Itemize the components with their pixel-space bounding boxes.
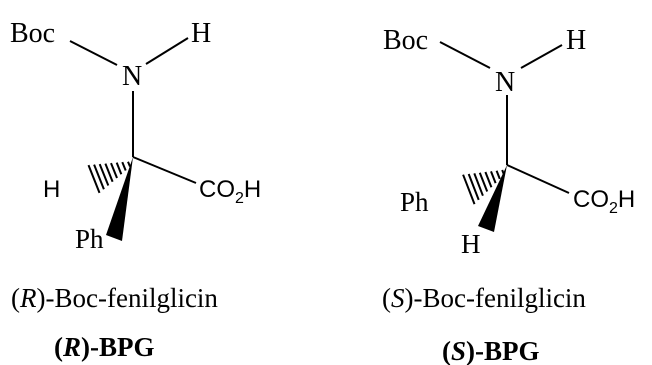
compound-name: (S)-Boc-fenilglicin <box>382 283 586 313</box>
wedge-bond-h <box>478 165 507 232</box>
compound-name: (R)-Boc-fenilglicin <box>11 283 218 313</box>
hashed-bond-h <box>87 161 131 194</box>
bond-boc-n <box>69 40 118 66</box>
phenyl-label: Ph <box>400 187 429 217</box>
amine-hydrogen-label: H <box>191 18 211 49</box>
boc-label: Boc <box>10 18 55 49</box>
compound-abbreviation: (S)-BPG <box>442 336 540 365</box>
stereo-hydrogen-label: H <box>461 229 481 259</box>
nitrogen-label: N <box>495 67 515 98</box>
nitrogen-label: N <box>122 61 142 92</box>
bond-boc-n <box>439 41 491 69</box>
stereo-hydrogen-label: H <box>43 176 60 203</box>
boc-label: Boc <box>383 25 428 56</box>
bond-n-h <box>145 37 189 65</box>
molecule-r: Boc N H H CO2H Ph (R)-Boc-fenilglicin (R… <box>10 18 261 362</box>
carboxyl-label: CO2H <box>199 176 261 207</box>
bond-calpha-cooh <box>506 164 570 194</box>
phenyl-label: Ph <box>75 224 104 254</box>
molecule-s: Boc N H Ph CO2H H (S)-Boc-fenilglicin (S… <box>382 25 635 365</box>
bond-n-h <box>520 44 563 69</box>
bond-calpha-cooh <box>132 156 197 184</box>
hashed-bond-ph <box>462 169 505 205</box>
carboxyl-label: CO2H <box>573 186 635 217</box>
wedge-bond-ph <box>106 157 133 241</box>
amine-hydrogen-label: H <box>566 25 586 56</box>
compound-abbreviation: (R)-BPG <box>54 332 155 362</box>
